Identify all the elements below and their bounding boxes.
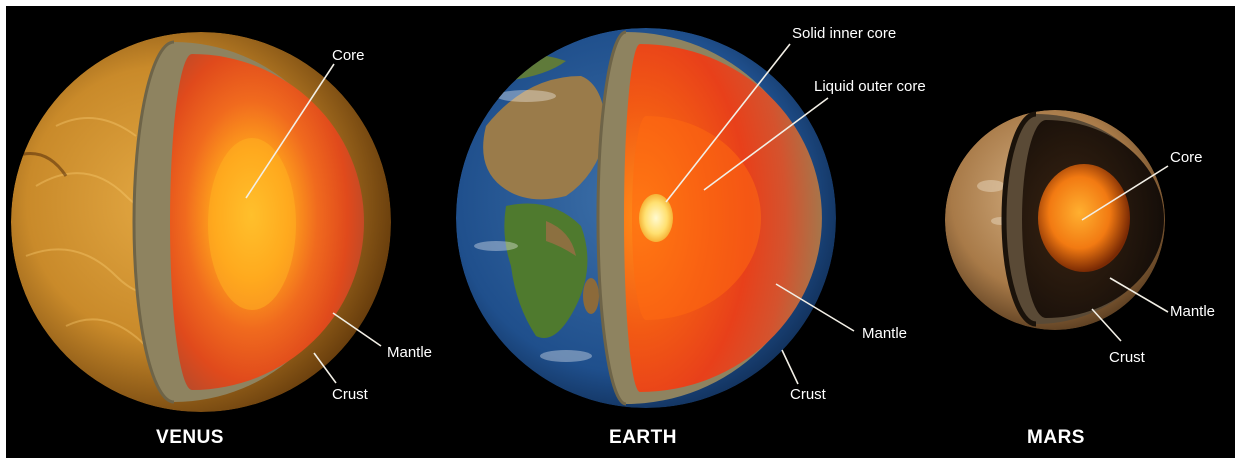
mars-mantle-leader: [1109, 277, 1169, 313]
venus-mantle-label: Mantle: [387, 344, 432, 361]
earth-inner-core: [639, 194, 673, 242]
venus-planet: [11, 32, 391, 412]
earth-mantle-leader: [775, 283, 855, 332]
mars-crust-leader: [1091, 308, 1122, 342]
earth-outer-core-label: Liquid outer core: [814, 78, 926, 95]
mars-core-label: Core: [1170, 149, 1203, 166]
venus-crust-leader: [313, 352, 337, 384]
venus-core-label: Core: [332, 47, 365, 64]
mars-core-leader: [1081, 165, 1169, 221]
mars-mantle-label: Mantle: [1170, 303, 1215, 320]
venus-core-leader: [245, 63, 335, 199]
mars-title: MARS: [1027, 427, 1085, 448]
earth-crust-label: Crust: [790, 386, 827, 403]
earth-inner-core-leader: [665, 43, 791, 203]
earth-crust-leader: [781, 349, 799, 385]
earth-outer-core-leader: [703, 97, 829, 191]
venus-crust-label: Crust: [332, 386, 369, 403]
earth-title: EARTH: [609, 427, 677, 448]
earth-mantle-label: Mantle: [862, 325, 907, 342]
earth-outer-core: [632, 116, 761, 320]
venus-title: VENUS: [156, 427, 224, 448]
diagram-panel: Core Mantle Crust Solid inner core Liqui…: [6, 6, 1235, 458]
planet-interiors-diagram: Core Mantle Crust Solid inner core Liqui…: [11, 25, 1215, 448]
mars-crust-label: Crust: [1109, 349, 1146, 366]
venus-core: [208, 138, 296, 310]
earth-planet: [456, 28, 836, 408]
venus-mantle-leader: [332, 312, 382, 347]
mars-planet: [945, 110, 1165, 330]
earth-inner-core-label: Solid inner core: [792, 25, 896, 42]
